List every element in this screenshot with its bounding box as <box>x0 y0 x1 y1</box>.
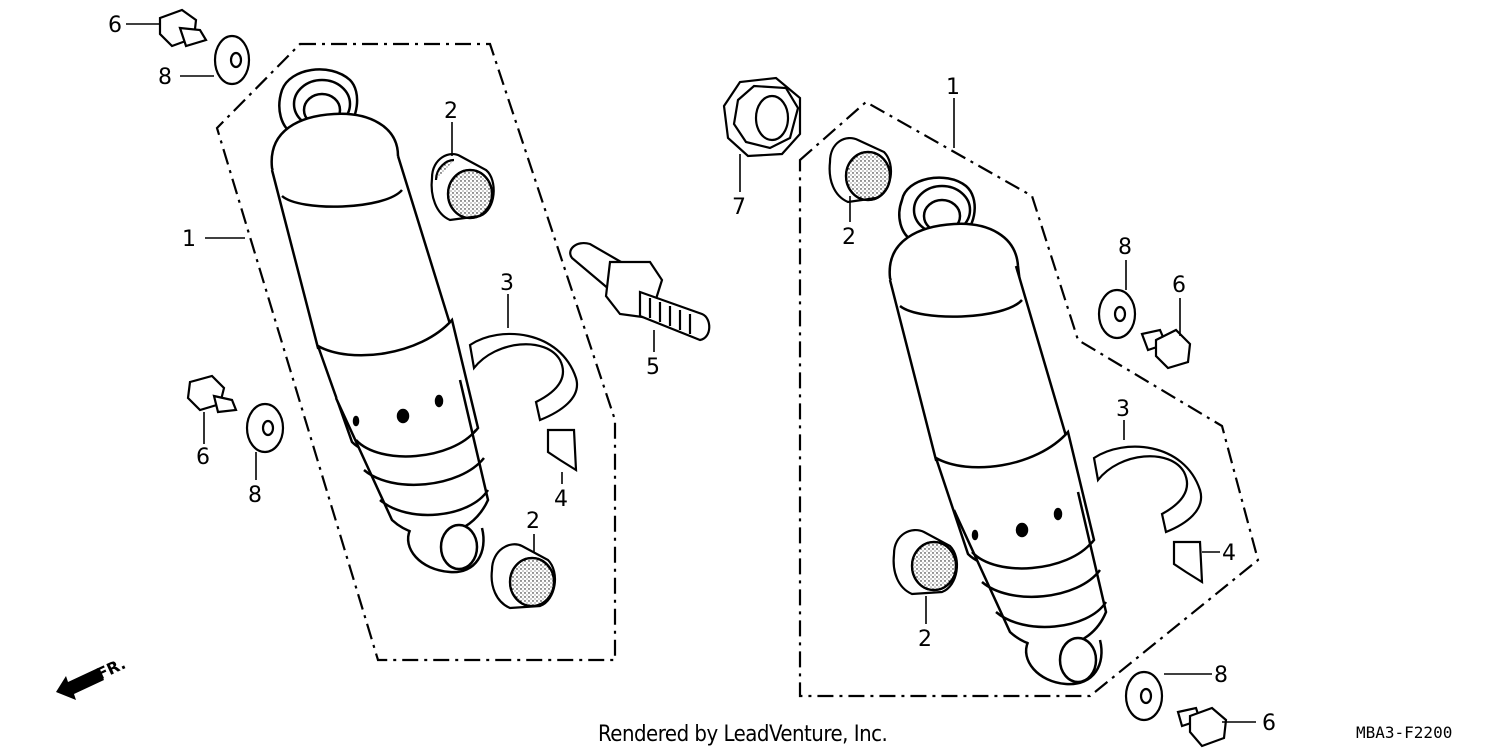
front-arrow-icon <box>56 668 104 700</box>
callout-right-tag: 4 <box>1222 541 1236 566</box>
callout-left-bolt-side: 6 <box>196 445 210 470</box>
right-assembly-boundary <box>798 100 1260 698</box>
callout-left-bolt-top: 6 <box>108 13 122 38</box>
right-nut <box>722 76 802 158</box>
right-callouts: 1 7 2 8 6 3 4 2 8 6 <box>732 75 1276 736</box>
right-washer-bottom <box>1124 670 1164 722</box>
left-bolt-side <box>186 374 238 414</box>
right-band <box>1092 445 1203 534</box>
callout-right-washer-top: 8 <box>1118 235 1132 260</box>
callout-left-bush-bottom: 2 <box>526 509 540 534</box>
left-washer-top <box>213 34 251 86</box>
callout-right-bush-top: 2 <box>842 225 856 250</box>
left-bushing-top <box>430 152 495 222</box>
left-callouts: 6 8 2 1 3 5 6 8 4 2 <box>108 13 660 534</box>
callout-left-stud: 5 <box>646 355 660 380</box>
callout-right-band: 3 <box>1116 397 1130 422</box>
callout-left-shock: 1 <box>182 227 196 252</box>
callout-left-washer-side: 8 <box>248 483 262 508</box>
callout-right-washer-bottom: 8 <box>1214 663 1228 688</box>
left-bushing-bottom <box>490 543 557 610</box>
callout-right-bolt-top: 6 <box>1172 273 1186 298</box>
callout-right-bolt-bottom: 6 <box>1262 711 1276 736</box>
left-band <box>468 332 579 422</box>
left-stud-bolt <box>569 242 711 342</box>
callout-left-tag: 4 <box>554 487 568 512</box>
right-bushing-bottom <box>892 528 959 596</box>
left-assembly-boundary <box>215 42 617 662</box>
right-bolt-bottom <box>1176 706 1228 748</box>
right-tag <box>1172 540 1204 585</box>
callout-left-bush-top: 2 <box>444 99 458 124</box>
right-washer-top <box>1097 288 1137 340</box>
right-shock-absorber <box>888 176 1108 686</box>
left-leader-lines <box>126 23 655 552</box>
left-shock-assembly <box>126 8 711 662</box>
left-bolt-top <box>158 8 208 48</box>
diagram-code: MBA3-F2200 <box>1356 723 1453 742</box>
front-label: FR. <box>94 654 129 684</box>
right-shock-assembly <box>722 76 1260 748</box>
render-credit: Rendered by LeadVenture, Inc. <box>598 722 888 747</box>
right-bolt-top <box>1140 328 1192 370</box>
callout-right-nut: 7 <box>732 195 746 220</box>
right-leader-lines <box>739 98 1256 723</box>
right-bushing-top <box>828 136 893 204</box>
front-direction-indicator: FR. <box>56 654 129 700</box>
left-washer-side <box>245 402 285 454</box>
callout-right-shock: 1 <box>946 75 960 100</box>
left-shock-absorber <box>270 68 490 574</box>
callout-left-band: 3 <box>500 271 514 296</box>
left-tag <box>546 428 578 473</box>
callout-right-bush-bottom: 2 <box>918 627 932 652</box>
callout-left-washer-top: 8 <box>158 65 172 90</box>
